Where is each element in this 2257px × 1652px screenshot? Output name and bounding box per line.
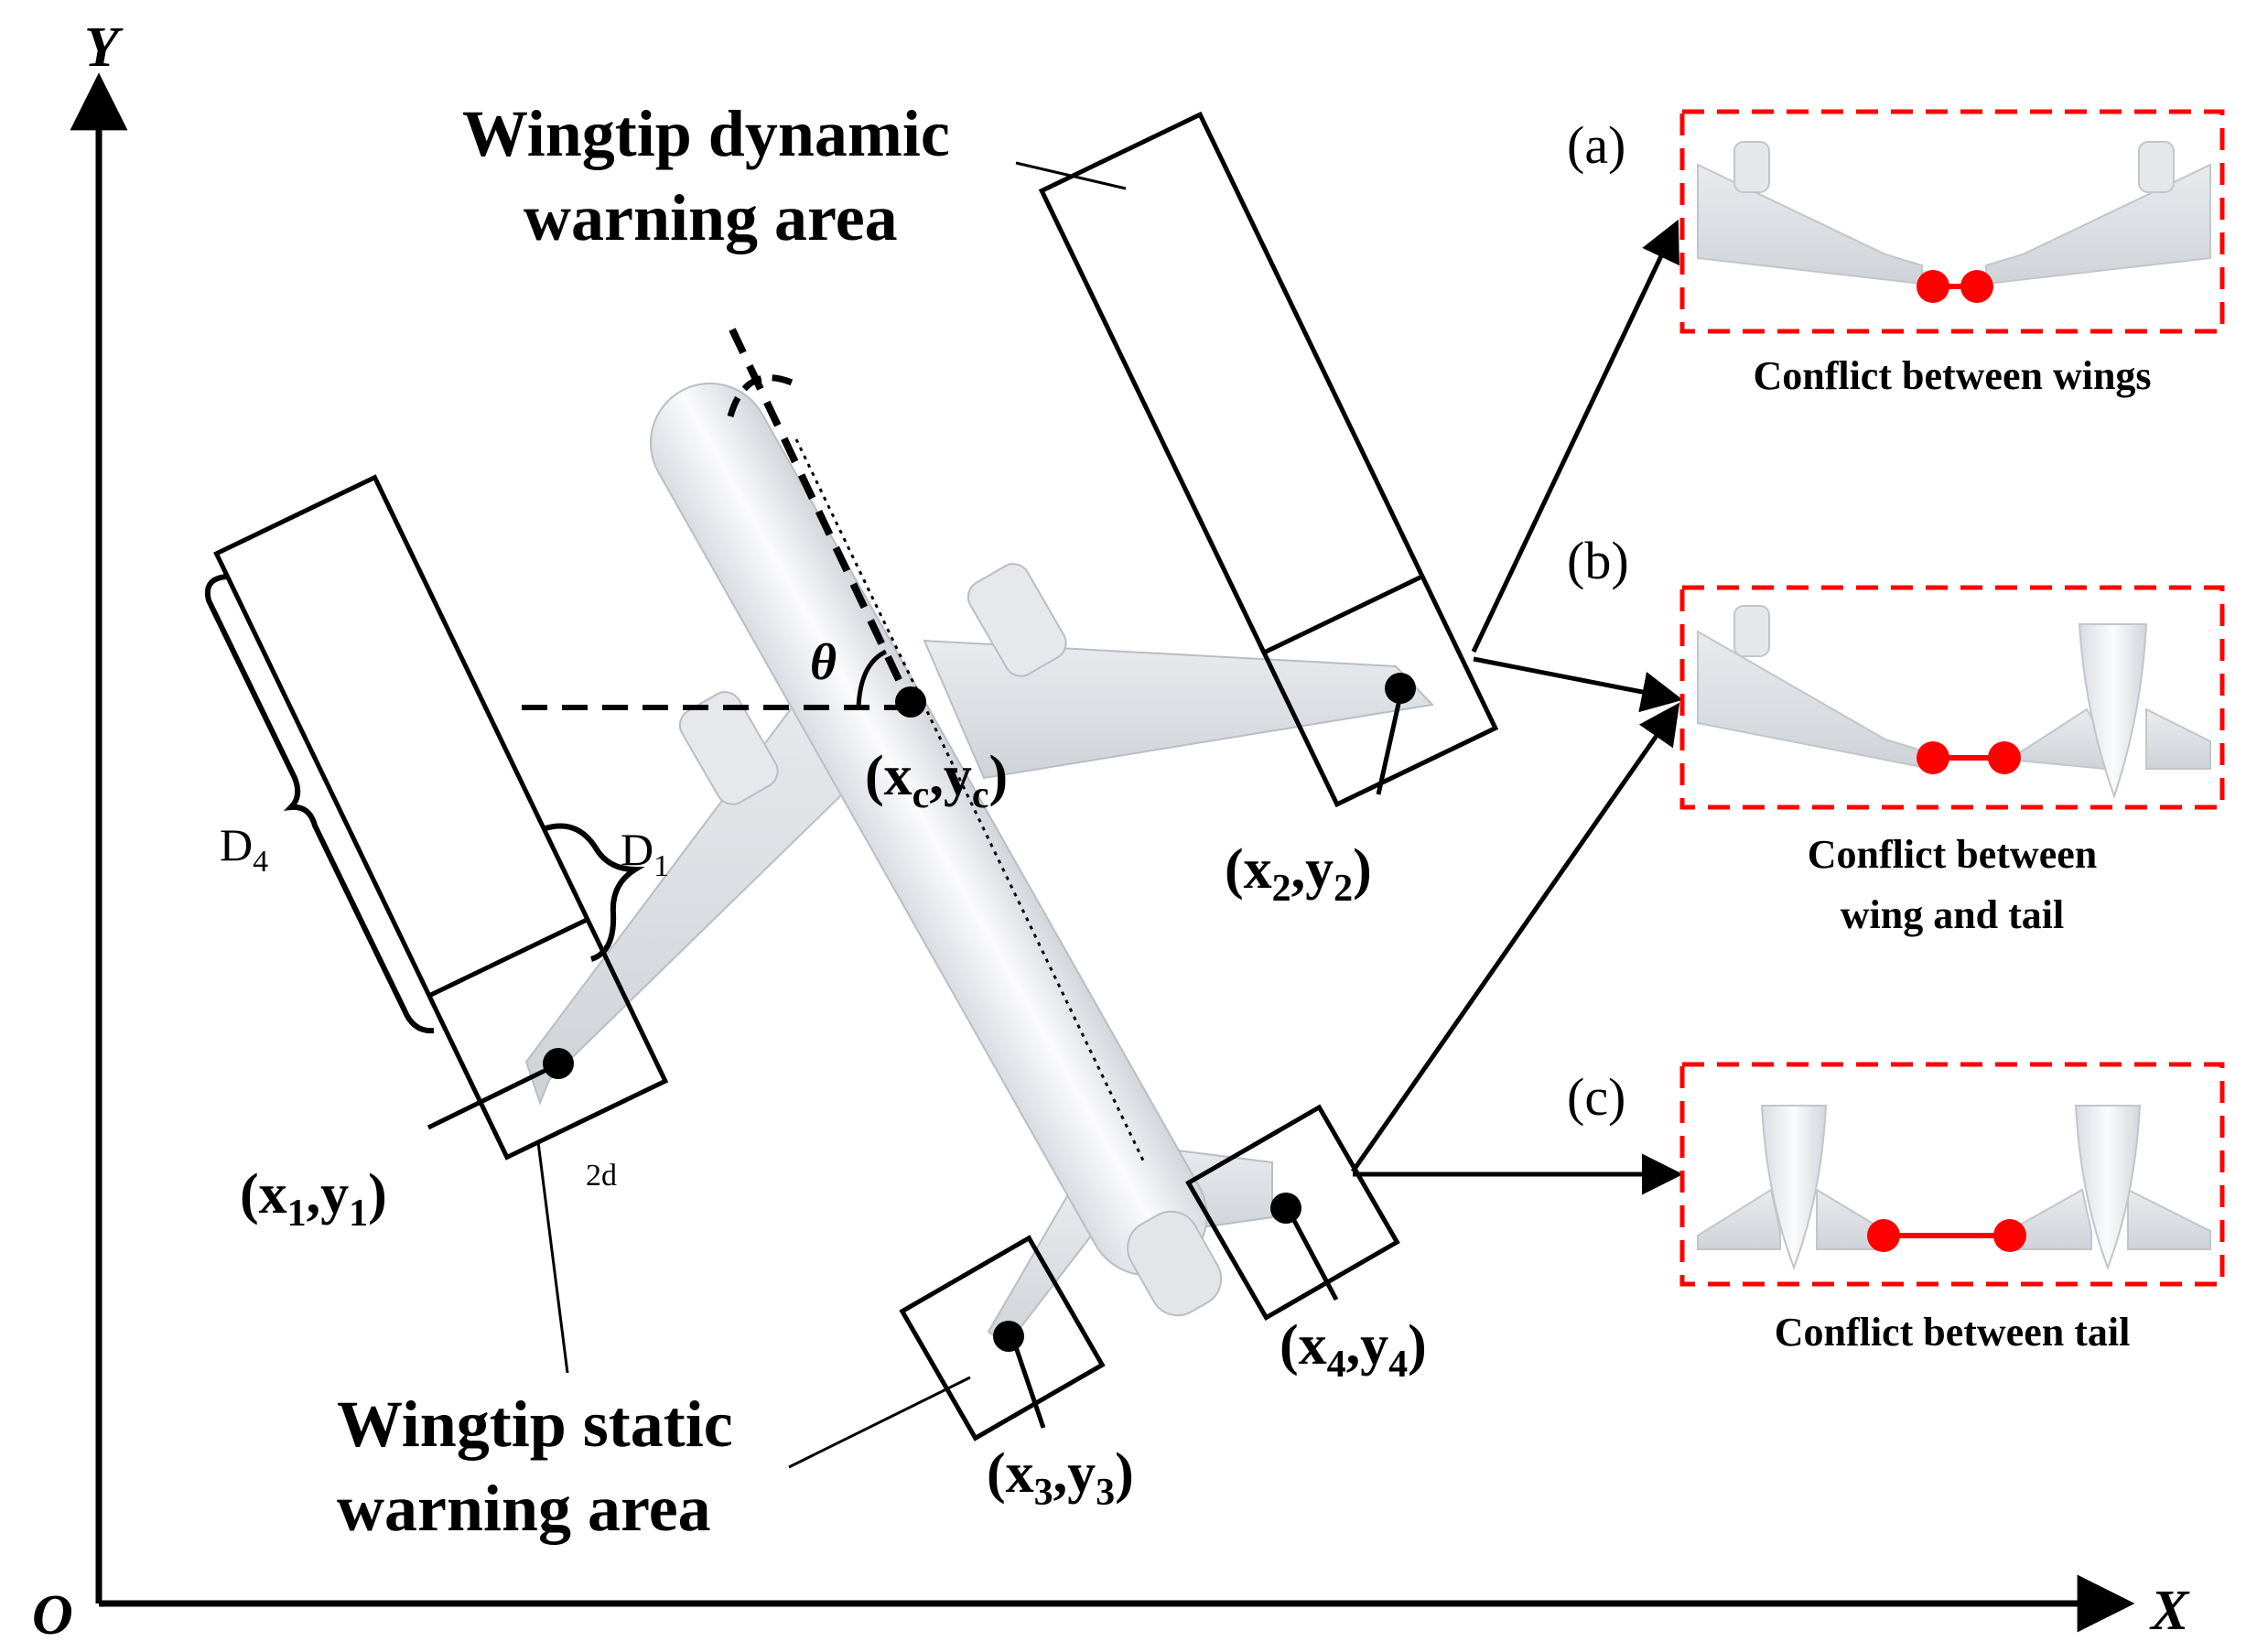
panel-a-caption: Conflict between wings (1753, 353, 2151, 398)
panel-a-right-engine (2138, 141, 2175, 193)
dynamic-area-rect (1038, 111, 1499, 808)
panel-a-frame (1679, 109, 2225, 334)
static-area-label-line1: Wingtip static (337, 1387, 733, 1461)
point-4 (1270, 1193, 1301, 1224)
tail-cone (1127, 1210, 1223, 1317)
panel-b-conflict-point-2 (1988, 741, 2021, 774)
panel-b-engine (1733, 605, 1770, 657)
panel-b-conflict-point-1 (1917, 741, 1949, 774)
panel-c-left-stabilizer-l (1697, 1188, 1781, 1250)
panel-a-right-wing (1985, 163, 2211, 286)
coordinate-axes: Y X O (32, 16, 2190, 1647)
panel-a-conflict-point-1 (1917, 270, 1949, 303)
panel-b-tailcone (2078, 623, 2148, 800)
panel-a: (a) Conflict between wings (1567, 109, 2225, 398)
origin-label: O (32, 1584, 73, 1647)
panel-b-caption-line1: Conflict between (1808, 832, 2098, 877)
aircraft-illustration: θ (522, 328, 1435, 1347)
tail-box-3-leader (788, 1376, 971, 1469)
static-area-divider (427, 917, 589, 999)
point-2-leader (1376, 695, 1403, 795)
dynamic-area-leader (1015, 161, 1127, 190)
fuselage-outline-dotted (794, 438, 1146, 1163)
theta-label: θ (810, 634, 837, 691)
dynamic-area-label-line2: warning area (524, 181, 898, 254)
static-area-leader (536, 1141, 569, 1374)
p2-coord-label: (x2,y2) (1225, 838, 1372, 910)
point-3 (993, 1321, 1024, 1352)
right-wing (923, 639, 1435, 780)
center-coord-label: (xc,yc) (865, 745, 1008, 816)
center-point (895, 686, 926, 718)
panel-c-right-stabilizer-r (2127, 1188, 2211, 1250)
left-engine (678, 691, 779, 805)
panel-c-conflict-point-1 (1867, 1219, 1900, 1252)
panel-a-tag: (a) (1567, 115, 1625, 175)
panel-a-conflict-point-2 (1960, 270, 1993, 303)
arrow-to-panel-b-from-tail (1350, 702, 1680, 1173)
point-4-leader (1288, 1212, 1339, 1301)
point-3-leader (1011, 1341, 1046, 1429)
arrow-to-panel-a (1471, 219, 1679, 653)
p4-coord-label: (x4,y4) (1280, 1314, 1427, 1386)
panel-b-tag: (b) (1567, 531, 1629, 590)
panel-b-frame (1679, 585, 2225, 810)
panel-b: (b) Conflict between wing and tail (1567, 531, 2225, 937)
panel-c-conflict-point-2 (1993, 1219, 2026, 1252)
tail-box-3 (899, 1235, 1106, 1441)
panel-b-stabilizer-right (2145, 707, 2211, 770)
p3-coord-label: (x3,y3) (987, 1442, 1134, 1514)
panel-a-left-wing (1697, 163, 1923, 286)
panel-c-caption: Conflict between tail (1775, 1310, 2131, 1355)
two-d-label: 2d (586, 1159, 617, 1193)
static-warning-area (213, 474, 669, 1161)
panel-c-frame (1679, 1062, 2225, 1287)
x-axis-label: X (2149, 1580, 2190, 1642)
panel-a-left-engine (1733, 141, 1770, 193)
panel-b-stabilizer (2006, 707, 2106, 771)
panel-b-caption-line2: wing and tail (1841, 892, 2065, 937)
panel-c-left-tailcone (1760, 1105, 1828, 1270)
y-axis-label: Y (84, 16, 124, 79)
point-1-leader (427, 1064, 554, 1130)
p1-coord-label: (x1,y1) (240, 1163, 387, 1235)
panel-c: (c) Conflict between tail (1567, 1062, 2225, 1355)
theta-arc (856, 649, 888, 708)
point-2 (1385, 673, 1416, 704)
d1-brace (545, 823, 645, 962)
point-1 (543, 1048, 574, 1079)
heading-centerline (729, 328, 914, 707)
panel-c-right-tailcone (2074, 1105, 2142, 1270)
arrow-to-panel-b-from-wing (1473, 656, 1683, 713)
d4-label: D4 (220, 819, 268, 879)
right-engine (967, 563, 1067, 677)
d4-brace (205, 574, 435, 1034)
panel-b-wing (1697, 630, 1923, 769)
static-area-rect (213, 474, 669, 1161)
dynamic-area-divider (1262, 574, 1424, 655)
panel-c-tag: (c) (1567, 1067, 1625, 1127)
dynamic-warning-area (1038, 111, 1499, 808)
static-area-label-line2: warning area (337, 1472, 711, 1545)
d1-label: D1 (621, 824, 669, 883)
dynamic-area-label-line1: Wingtip dynamic (462, 97, 950, 170)
nose-arc (727, 374, 798, 417)
